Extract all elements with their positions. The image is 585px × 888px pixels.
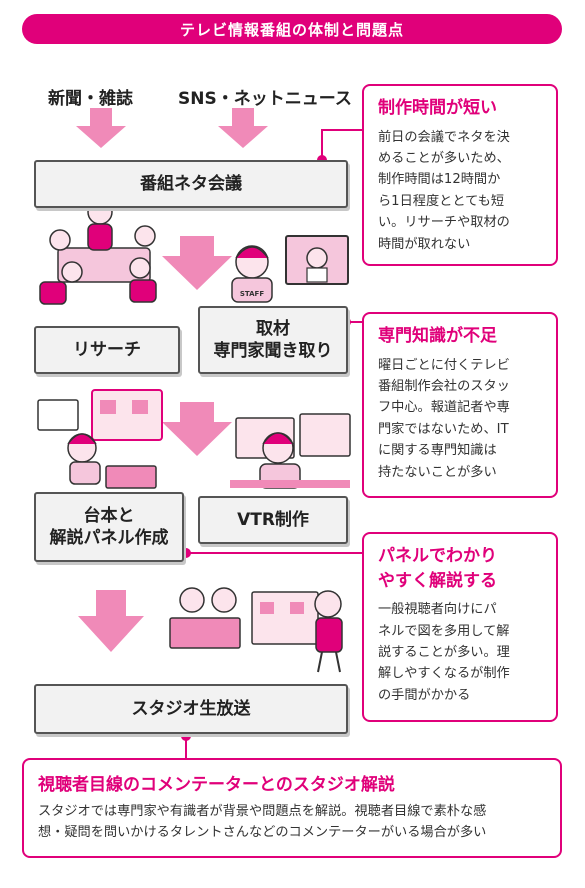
note-line: 持たないことが多い [378,464,497,480]
bottom-line: スタジオでは専門家や有識者が背景や問題点を解説。視聴者目線で素朴な感 [38,804,487,819]
vtr-box: VTR制作 [198,496,348,544]
meeting-illustration [39,199,157,305]
bottom-title: 視聴者目線のコメンテーターとのスタジオ解説 [38,775,395,795]
note-title: 専門知識が不足 [378,326,497,346]
arrow-down-icon [162,236,232,290]
interview-box: 取材 専門家聞き取り [198,306,348,374]
interview-label-line2: 専門家聞き取り [213,341,333,361]
meeting-label: 番組ネタ会議 [140,173,242,194]
arrow-down-icon [162,402,232,456]
note-body: 一般視聴者向けにパ ネルで図を多用して解 説することが多い。理 解しやすくなるが… [378,599,544,706]
note-title-line: やすく解説する [378,570,497,591]
note-line: ネルで図を多用して解 [378,623,510,639]
script-label-line2: 解説パネル作成 [49,528,169,548]
studio-box: スタジオ生放送 [34,684,348,734]
arrow-down-icon [78,590,144,652]
note-line: フ中心。報道記者や専 [378,400,510,416]
studio-illustration [169,587,343,673]
note-short-production-time: 制作時間が短い 前日の会議でネタを決 めることが多いため、 制作時間は12時間か… [362,84,558,266]
note-title: 制作時間が短い [378,98,497,118]
note-line: 番組制作会社のスタッ [378,379,510,395]
staff-label: STAFF [240,290,264,298]
bottom-body: スタジオでは専門家や有識者が背景や問題点を解説。視聴者目線で素朴な感 想・疑問を… [38,801,546,844]
research-label: リサーチ [73,339,141,360]
interview-label-line1: 取材 [256,318,290,339]
arrow-down-icon [218,108,268,148]
source-newspaper-magazine: 新聞・雑誌 [48,89,133,109]
arrow-down-icon [76,108,126,148]
connector-line [321,129,362,160]
studio-commentary-box: 視聴者目線のコメンテーターとのスタジオ解説 スタジオでは専門家や有識者が背景や問… [22,758,562,858]
vtr-illustration [230,413,351,489]
page-title: テレビ情報番組の体制と問題点 [22,14,562,44]
script-box: 台本と 解説パネル作成 [34,492,184,562]
note-body: 曜日ごとに付くテレビ 番組制作会社のスタッ フ中心。報道記者や専 門家ではないた… [378,355,544,483]
note-line: 一般視聴者向けにパ [378,602,497,618]
note-lack-of-expertise: 専門知識が不足 曜日ごとに付くテレビ 番組制作会社のスタッ フ中心。報道記者や専… [362,312,558,498]
vtr-label: VTR制作 [237,509,309,530]
note-line: 曜日ごとに付くテレビ [378,357,510,373]
note-line: 時間が取れない [378,236,471,252]
studio-label: スタジオ生放送 [131,698,251,719]
note-line: 前日の会議でネタを決 [378,129,510,145]
note-line: 解しやすくなるが制作 [378,666,510,682]
note-title: パネルでわかり やすく解説する [378,544,544,593]
note-line: 説することが多い。理 [378,645,510,661]
research-box: リサーチ [34,326,180,374]
note-line: の手間がかかる [378,687,471,703]
note-line: に関する専門知識は [378,443,497,459]
script-label-line1: 台本と [83,505,135,526]
note-line: い。リサーチや取材の [378,215,510,231]
meeting-box: 番組ネタ会議 [34,160,348,208]
note-line: ら1日程度ととても短 [378,193,505,209]
interview-illustration [231,235,349,303]
note-line: めることが多いため、 [378,151,510,167]
script-illustration [37,389,163,489]
note-line: 制作時間は12時間か [378,172,501,188]
note-line: 門家ではないため、IT [378,421,509,437]
note-body: 前日の会議でネタを決 めることが多いため、 制作時間は12時間か ら1日程度とと… [378,127,544,255]
note-panel-explanation: パネルでわかり やすく解説する 一般視聴者向けにパ ネルで図を多用して解 説する… [362,532,558,722]
note-title-line: パネルでわかり [378,546,497,566]
bottom-line: 想・疑問を問いかけるタレントさんなどのコメンテーターがいる場合が多い [38,825,487,841]
source-sns-netnews: SNS・ネットニュース [178,89,352,109]
